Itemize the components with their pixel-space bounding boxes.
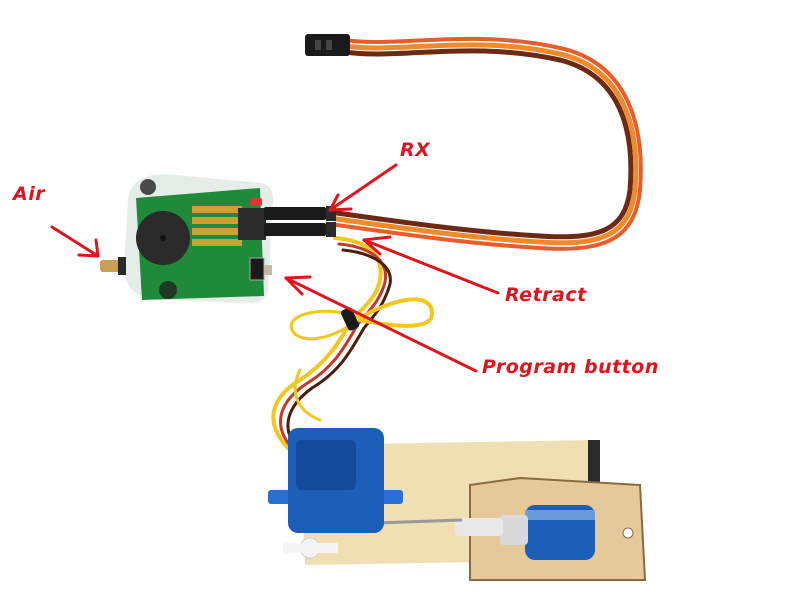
rx-connector (305, 34, 350, 56)
air-arrow (50, 225, 100, 258)
retract-arrow (362, 235, 500, 295)
annotation-program-button: Program button (482, 356, 659, 378)
rx-arrow (328, 163, 398, 212)
board-connectors (264, 206, 336, 237)
rx-servo-lead (327, 36, 643, 251)
air-valve (455, 476, 647, 581)
annotation-rx: RX (400, 139, 431, 161)
wire-tie (340, 307, 360, 331)
program-button-arrow (284, 275, 478, 373)
air-nipple (100, 257, 126, 275)
annotation-air: Air (13, 183, 46, 205)
annotation-retract: Retract (505, 284, 587, 306)
mini-servo (268, 428, 403, 559)
led-indicator (250, 198, 262, 206)
controller-board (124, 174, 274, 304)
